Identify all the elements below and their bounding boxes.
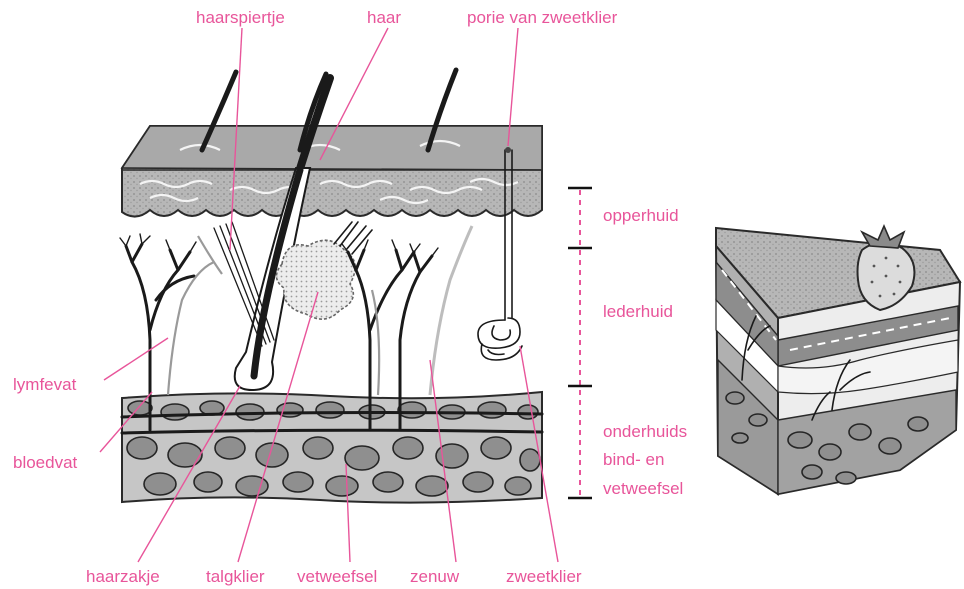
label-blood-vessel: bloedvat xyxy=(13,453,78,472)
label-subcutis-3: vetweefsel xyxy=(603,479,683,498)
label-sweat-pore: porie van zweetklier xyxy=(467,8,618,27)
label-fat-tissue: vetweefsel xyxy=(297,567,377,586)
label-hair: haar xyxy=(367,8,401,27)
label-sebaceous-gland: talgklier xyxy=(206,567,265,586)
label-subcutis-1: onderhuids xyxy=(603,422,687,441)
label-nerve: zenuw xyxy=(410,567,460,586)
label-subcutis-2: bind- en xyxy=(603,450,664,469)
label-hair-follicle: haarzakje xyxy=(86,567,160,586)
layer-scale xyxy=(568,188,592,498)
label-sweat-gland: zweetklier xyxy=(506,567,582,586)
label-lymph-vessel: lymfevat xyxy=(13,375,77,394)
label-dermis: lederhuid xyxy=(603,302,673,321)
label-hair-muscle: haarspiertje xyxy=(196,8,285,27)
cake-illustration xyxy=(716,226,960,494)
label-epidermis: opperhuid xyxy=(603,206,679,225)
skin-section xyxy=(120,70,542,503)
